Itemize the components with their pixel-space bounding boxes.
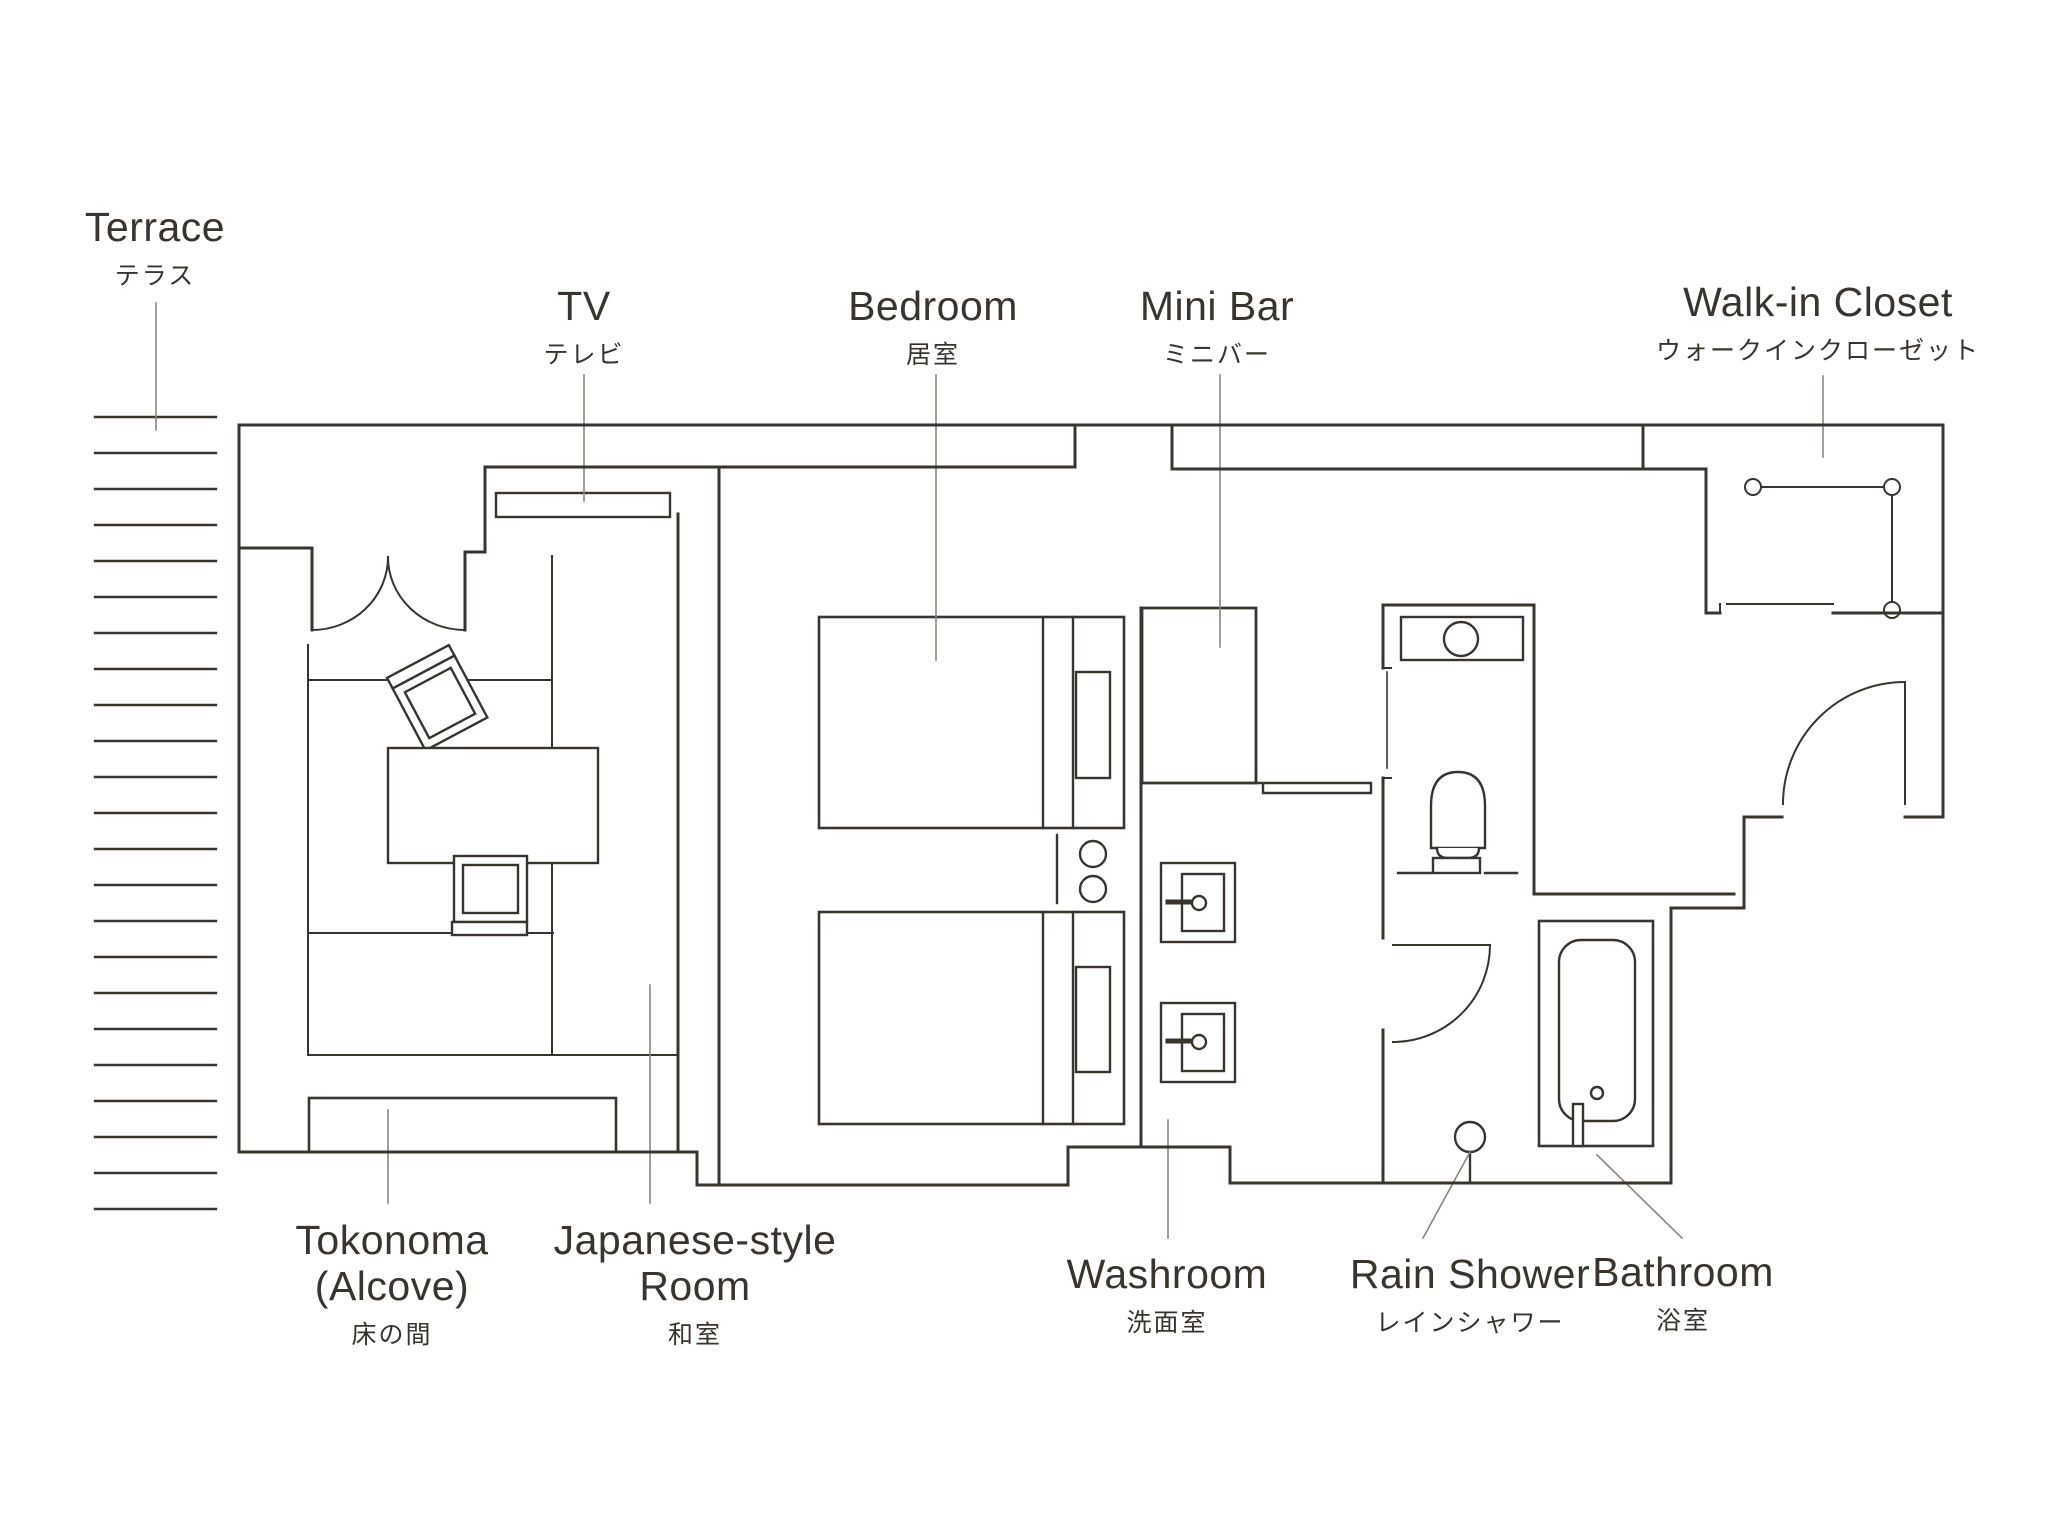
bathroom-door-arc (1391, 943, 1492, 1044)
closet-rod-icon (1744, 478, 1901, 619)
doors (310, 555, 1907, 1044)
label-terrace-en: Terrace (84, 204, 226, 250)
tokonoma-shelf (307, 1096, 618, 1154)
toilet-icon (1396, 615, 1525, 875)
terrace-deck (93, 415, 218, 1211)
bathtub-icon (1537, 919, 1655, 1148)
closet-sliding-door (1719, 603, 1834, 614)
label-bedroom-jp: 居室 (905, 340, 960, 369)
table-icon (386, 746, 600, 865)
label-bedroom-en: Bedroom (848, 283, 1018, 329)
label-jroom-jp: 和室 (667, 1320, 722, 1349)
walls (237, 423, 1945, 1187)
furniture (307, 478, 1901, 1185)
minibar-cabinet (1140, 606, 1258, 785)
label-rainshower-jp: レインシャワー (1375, 1308, 1565, 1337)
label-bathroom: Bathroom 浴室 (1592, 1249, 1774, 1336)
label-washroom-en: Washroom (1066, 1251, 1268, 1297)
label-rain-shower: Rain Shower レインシャワー (1349, 1251, 1591, 1338)
sink-icon (1159, 1001, 1237, 1084)
label-minibar-en: Mini Bar (1139, 283, 1295, 329)
label-rainshower-en: Rain Shower (1349, 1251, 1591, 1297)
label-tokonoma-en: Tokonoma (295, 1217, 489, 1263)
chair-icon (450, 854, 529, 937)
label-washroom-jp: 洗面室 (1126, 1308, 1208, 1337)
label-japanese-room: Japanese-style Room 和室 (553, 1217, 837, 1350)
label-terrace: Terrace テラス (84, 204, 226, 291)
chair-icon (385, 643, 489, 752)
entrance-door-arc (1781, 680, 1907, 806)
label-tokonoma-en2: (Alcove) (314, 1262, 470, 1309)
label-jroom-en: Japanese-style (553, 1217, 837, 1263)
label-bathroom-en: Bathroom (1592, 1249, 1774, 1295)
tv-icon (494, 491, 672, 519)
label-walkin-closet: Walk-in Closet ウォークインクローゼット (1655, 279, 1981, 366)
bed-icon (817, 910, 1126, 1126)
label-minibar-jp: ミニバー (1162, 340, 1271, 369)
label-bedroom: Bedroom 居室 (848, 283, 1018, 370)
label-tv-jp: テレビ (543, 340, 625, 369)
label-terrace-jp: テラス (114, 261, 196, 290)
label-minibar: Mini Bar ミニバー (1139, 283, 1295, 370)
label-walkin-en: Walk-in Closet (1683, 279, 1953, 325)
label-washroom: Washroom 洗面室 (1066, 1251, 1268, 1338)
label-walkin-jp: ウォークインクローゼット (1655, 336, 1981, 365)
label-tokonoma-jp: 床の間 (351, 1320, 433, 1349)
double-door-arc (310, 555, 467, 632)
label-tv-en: TV (557, 283, 611, 329)
bedside-lamps-icon (1055, 833, 1108, 905)
counter-ledge (1254, 781, 1373, 795)
leader-lines (155, 302, 1824, 1240)
label-tokonoma: Tokonoma (Alcove) 床の間 (295, 1217, 489, 1350)
bed-icon (817, 615, 1126, 830)
label-bathroom-jp: 浴室 (1655, 1306, 1711, 1335)
label-tv: TV テレビ (543, 283, 625, 370)
rainshower-leader (1421, 1150, 1472, 1240)
label-jroom-en2: Room (639, 1262, 751, 1309)
bathroom-leader (1595, 1153, 1684, 1240)
sink-icon (1159, 861, 1237, 944)
